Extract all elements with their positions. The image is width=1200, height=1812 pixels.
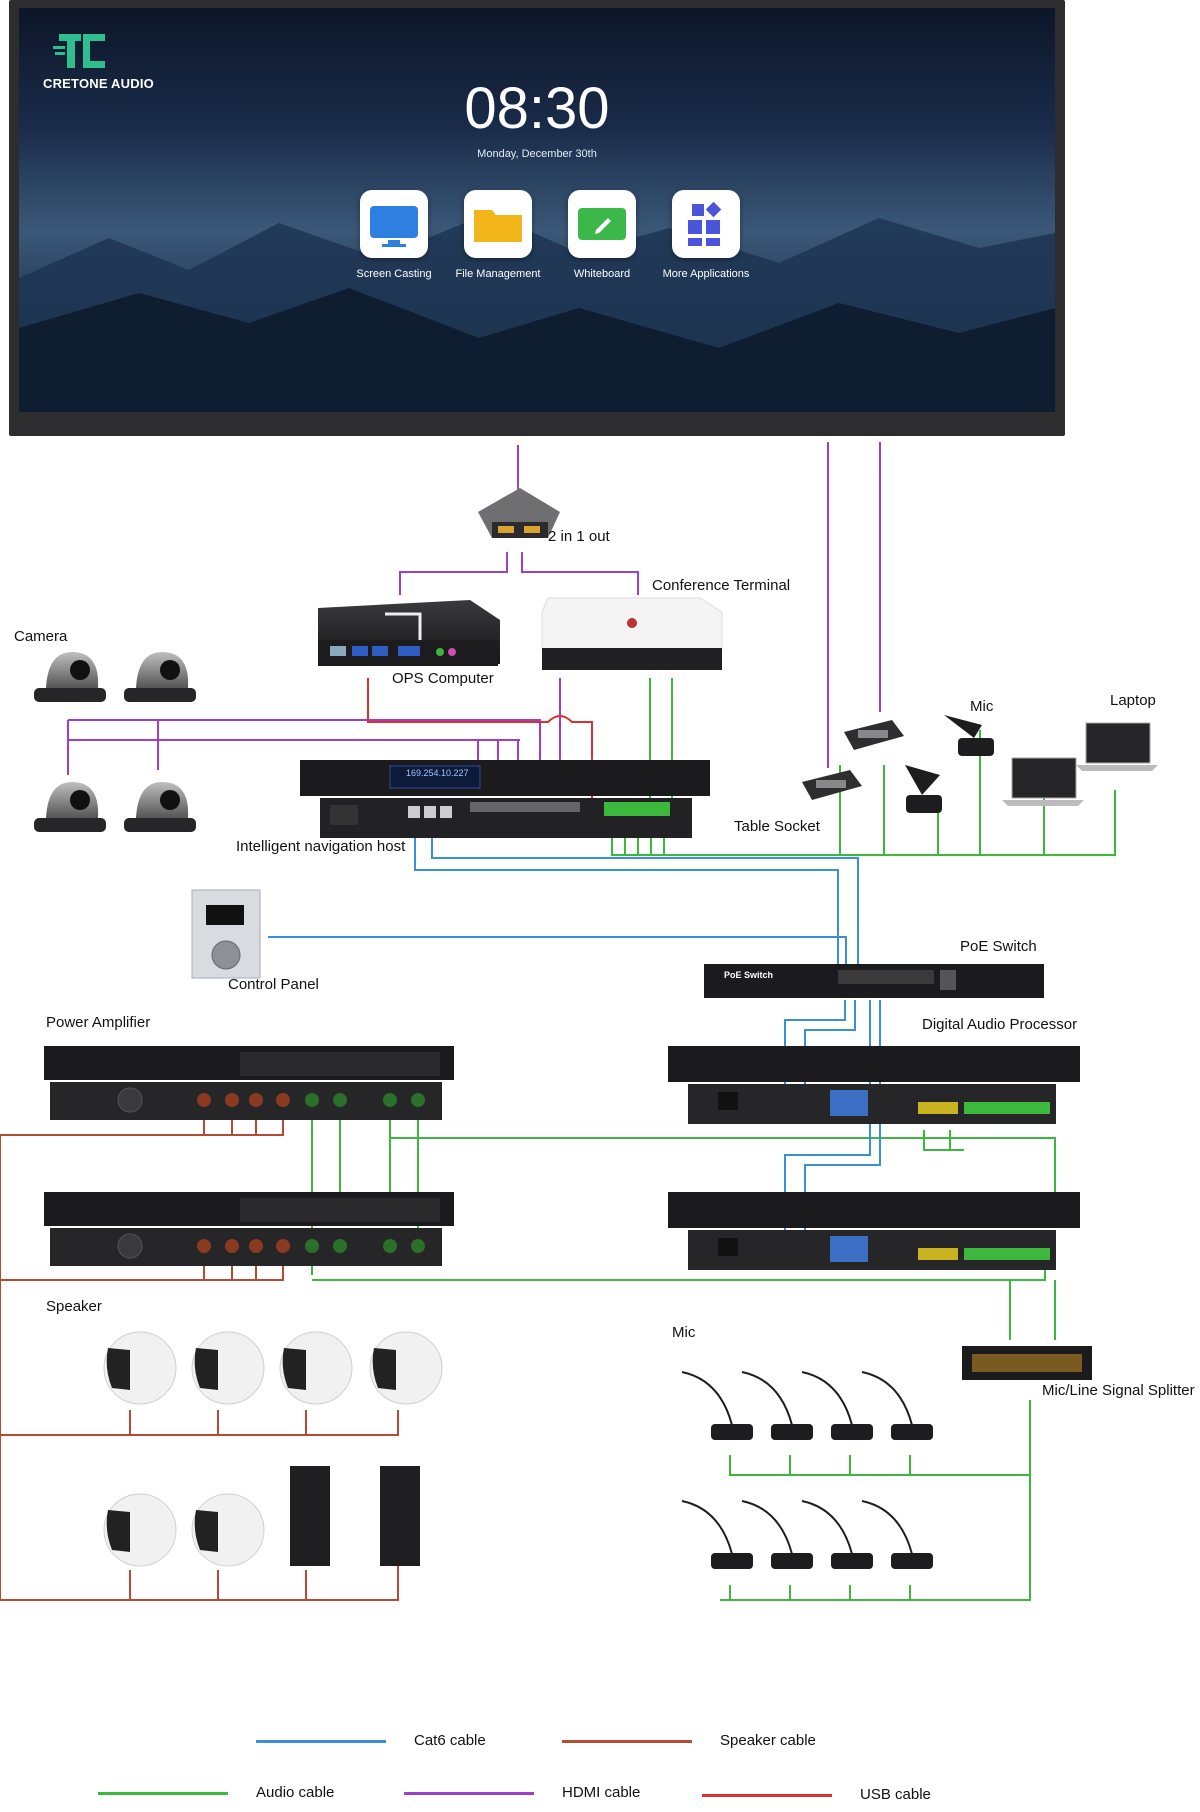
label-ops-computer: OPS Computer (392, 670, 494, 687)
label-mic-bottom: Mic (672, 1324, 696, 1341)
digital-audio-processor-2 (668, 1192, 1080, 1270)
apps-grid-icon (672, 190, 740, 258)
label-conference-terminal: Conference Terminal (652, 577, 791, 594)
label-mic-top: Mic (970, 698, 994, 715)
speaker-devices (103, 1331, 443, 1567)
navigation-host-display: 169.254.10.227 (406, 768, 469, 778)
bottom-mic-devices (681, 1371, 933, 1569)
app-file-management[interactable]: File Management (443, 190, 553, 280)
ops-computer-device (318, 600, 500, 666)
ceiling-speaker-1 (103, 1331, 177, 1405)
ceiling-speaker-3 (279, 1331, 353, 1405)
camera-1 (34, 652, 106, 702)
top-mic-1 (905, 765, 942, 813)
hdmi-cable-splitter-to-terminal (521, 552, 639, 595)
ceiling-speaker-4 (369, 1331, 443, 1405)
hdmi-splitter-device (478, 488, 560, 538)
digital-audio-processor-devices (668, 1046, 1080, 1270)
camera-2 (124, 652, 196, 702)
label-control-panel: Control Panel (228, 976, 319, 993)
app-label: Screen Casting (356, 268, 432, 280)
camera-3 (34, 782, 106, 832)
label-camera: Camera (14, 628, 68, 645)
ceiling-speaker-6 (191, 1493, 265, 1567)
legend-label: Speaker cable (720, 1732, 816, 1749)
app-screen-casting[interactable]: Screen Casting (339, 190, 449, 280)
label-2in1-splitter: 2 in 1 out (548, 528, 610, 545)
power-amplifier-1 (44, 1046, 454, 1120)
app-more-applications[interactable]: More Applications (651, 190, 761, 280)
label-digital-audio-processor: Digital Audio Processor (922, 1016, 1078, 1033)
signal-splitter-device (962, 1346, 1092, 1380)
bottom-mic-row-1 (681, 1371, 933, 1440)
poe-switch-device (704, 964, 1044, 998)
display-screen: CRETONE AUDIO 08:30 Monday, December 30t… (9, 0, 1065, 436)
label-laptop: Laptop (1110, 692, 1156, 709)
brand-name: CRETONE AUDIO (43, 76, 154, 91)
whiteboard-icon (568, 190, 636, 258)
label-signal-splitter: Mic/Line Signal Splitter (1042, 1382, 1195, 1399)
cat6-cable-panel-to-switch (268, 936, 847, 965)
folder-icon (464, 190, 532, 258)
column-speaker-1 (290, 1466, 330, 1566)
clock-time: 08:30 (464, 76, 610, 141)
bottom-mic-row-2 (681, 1500, 933, 1569)
audio-cable-mic-bus-1 (720, 1400, 1031, 1601)
conference-terminal-device (541, 597, 723, 670)
laptop-2 (1076, 722, 1158, 771)
hdmi-cable-splitter-to-ops (399, 552, 508, 595)
table-socket-devices (802, 720, 904, 800)
app-label: More Applications (662, 268, 750, 280)
audio-cable-amp-to-processor-1 (390, 1137, 1056, 1195)
clock-date: Monday, December 30th (477, 148, 597, 160)
label-poe-switch: PoE Switch (960, 938, 1037, 955)
brand-logo-block: CRETONE AUDIO (43, 30, 154, 91)
ceiling-speaker-2 (191, 1331, 265, 1405)
label-speaker: Speaker (46, 1298, 102, 1315)
hdmi-swatch (404, 1792, 534, 1795)
legend-label: Audio cable (256, 1784, 335, 1801)
column-speaker-2 (380, 1466, 420, 1566)
navigation-host-device (300, 760, 710, 838)
laptop-devices (1002, 722, 1158, 806)
top-mic-devices (905, 715, 994, 813)
usb-swatch (702, 1794, 832, 1797)
ceiling-speaker-5 (103, 1493, 177, 1567)
usb-cables (367, 678, 593, 800)
speaker-swatch (562, 1740, 692, 1743)
audio-swatch (98, 1792, 228, 1795)
monitor-icon (360, 190, 428, 258)
laptop-1 (1002, 757, 1084, 806)
camera-4 (124, 782, 196, 832)
table-socket-1 (802, 770, 862, 800)
app-label: Whiteboard (573, 268, 631, 280)
cat6-swatch (256, 1740, 386, 1743)
power-amplifier-devices (44, 1046, 454, 1266)
speaker-cable-loop (0, 1115, 399, 1601)
app-label: File Management (455, 268, 541, 280)
legend-label: Cat6 cable (414, 1732, 486, 1749)
top-mic-2 (944, 715, 994, 756)
label-power-amplifier: Power Amplifier (46, 1014, 151, 1031)
digital-audio-processor-1 (668, 1046, 1080, 1124)
control-panel-device (191, 889, 261, 979)
legend-label: USB cable (860, 1786, 931, 1803)
poe-switch-brand: PoE Switch (724, 970, 774, 980)
power-amplifier-2 (44, 1192, 454, 1266)
usb-cable-ops-to-host (367, 678, 593, 800)
brand-logo-icon (53, 30, 109, 72)
label-navigation-host: Intelligent navigation host (236, 838, 406, 855)
legend-label: HDMI cable (562, 1784, 641, 1801)
mountain-landscape (19, 213, 1055, 412)
audio-cables (311, 678, 1116, 1601)
screen-wallpaper: CRETONE AUDIO 08:30 Monday, December 30t… (19, 8, 1055, 412)
camera-devices (34, 652, 196, 832)
speaker-cables (0, 1115, 399, 1601)
app-whiteboard[interactable]: Whiteboard (547, 190, 657, 280)
cat6-cables (268, 800, 881, 1240)
table-socket-2 (844, 720, 904, 750)
label-table-socket: Table Socket (734, 818, 820, 835)
